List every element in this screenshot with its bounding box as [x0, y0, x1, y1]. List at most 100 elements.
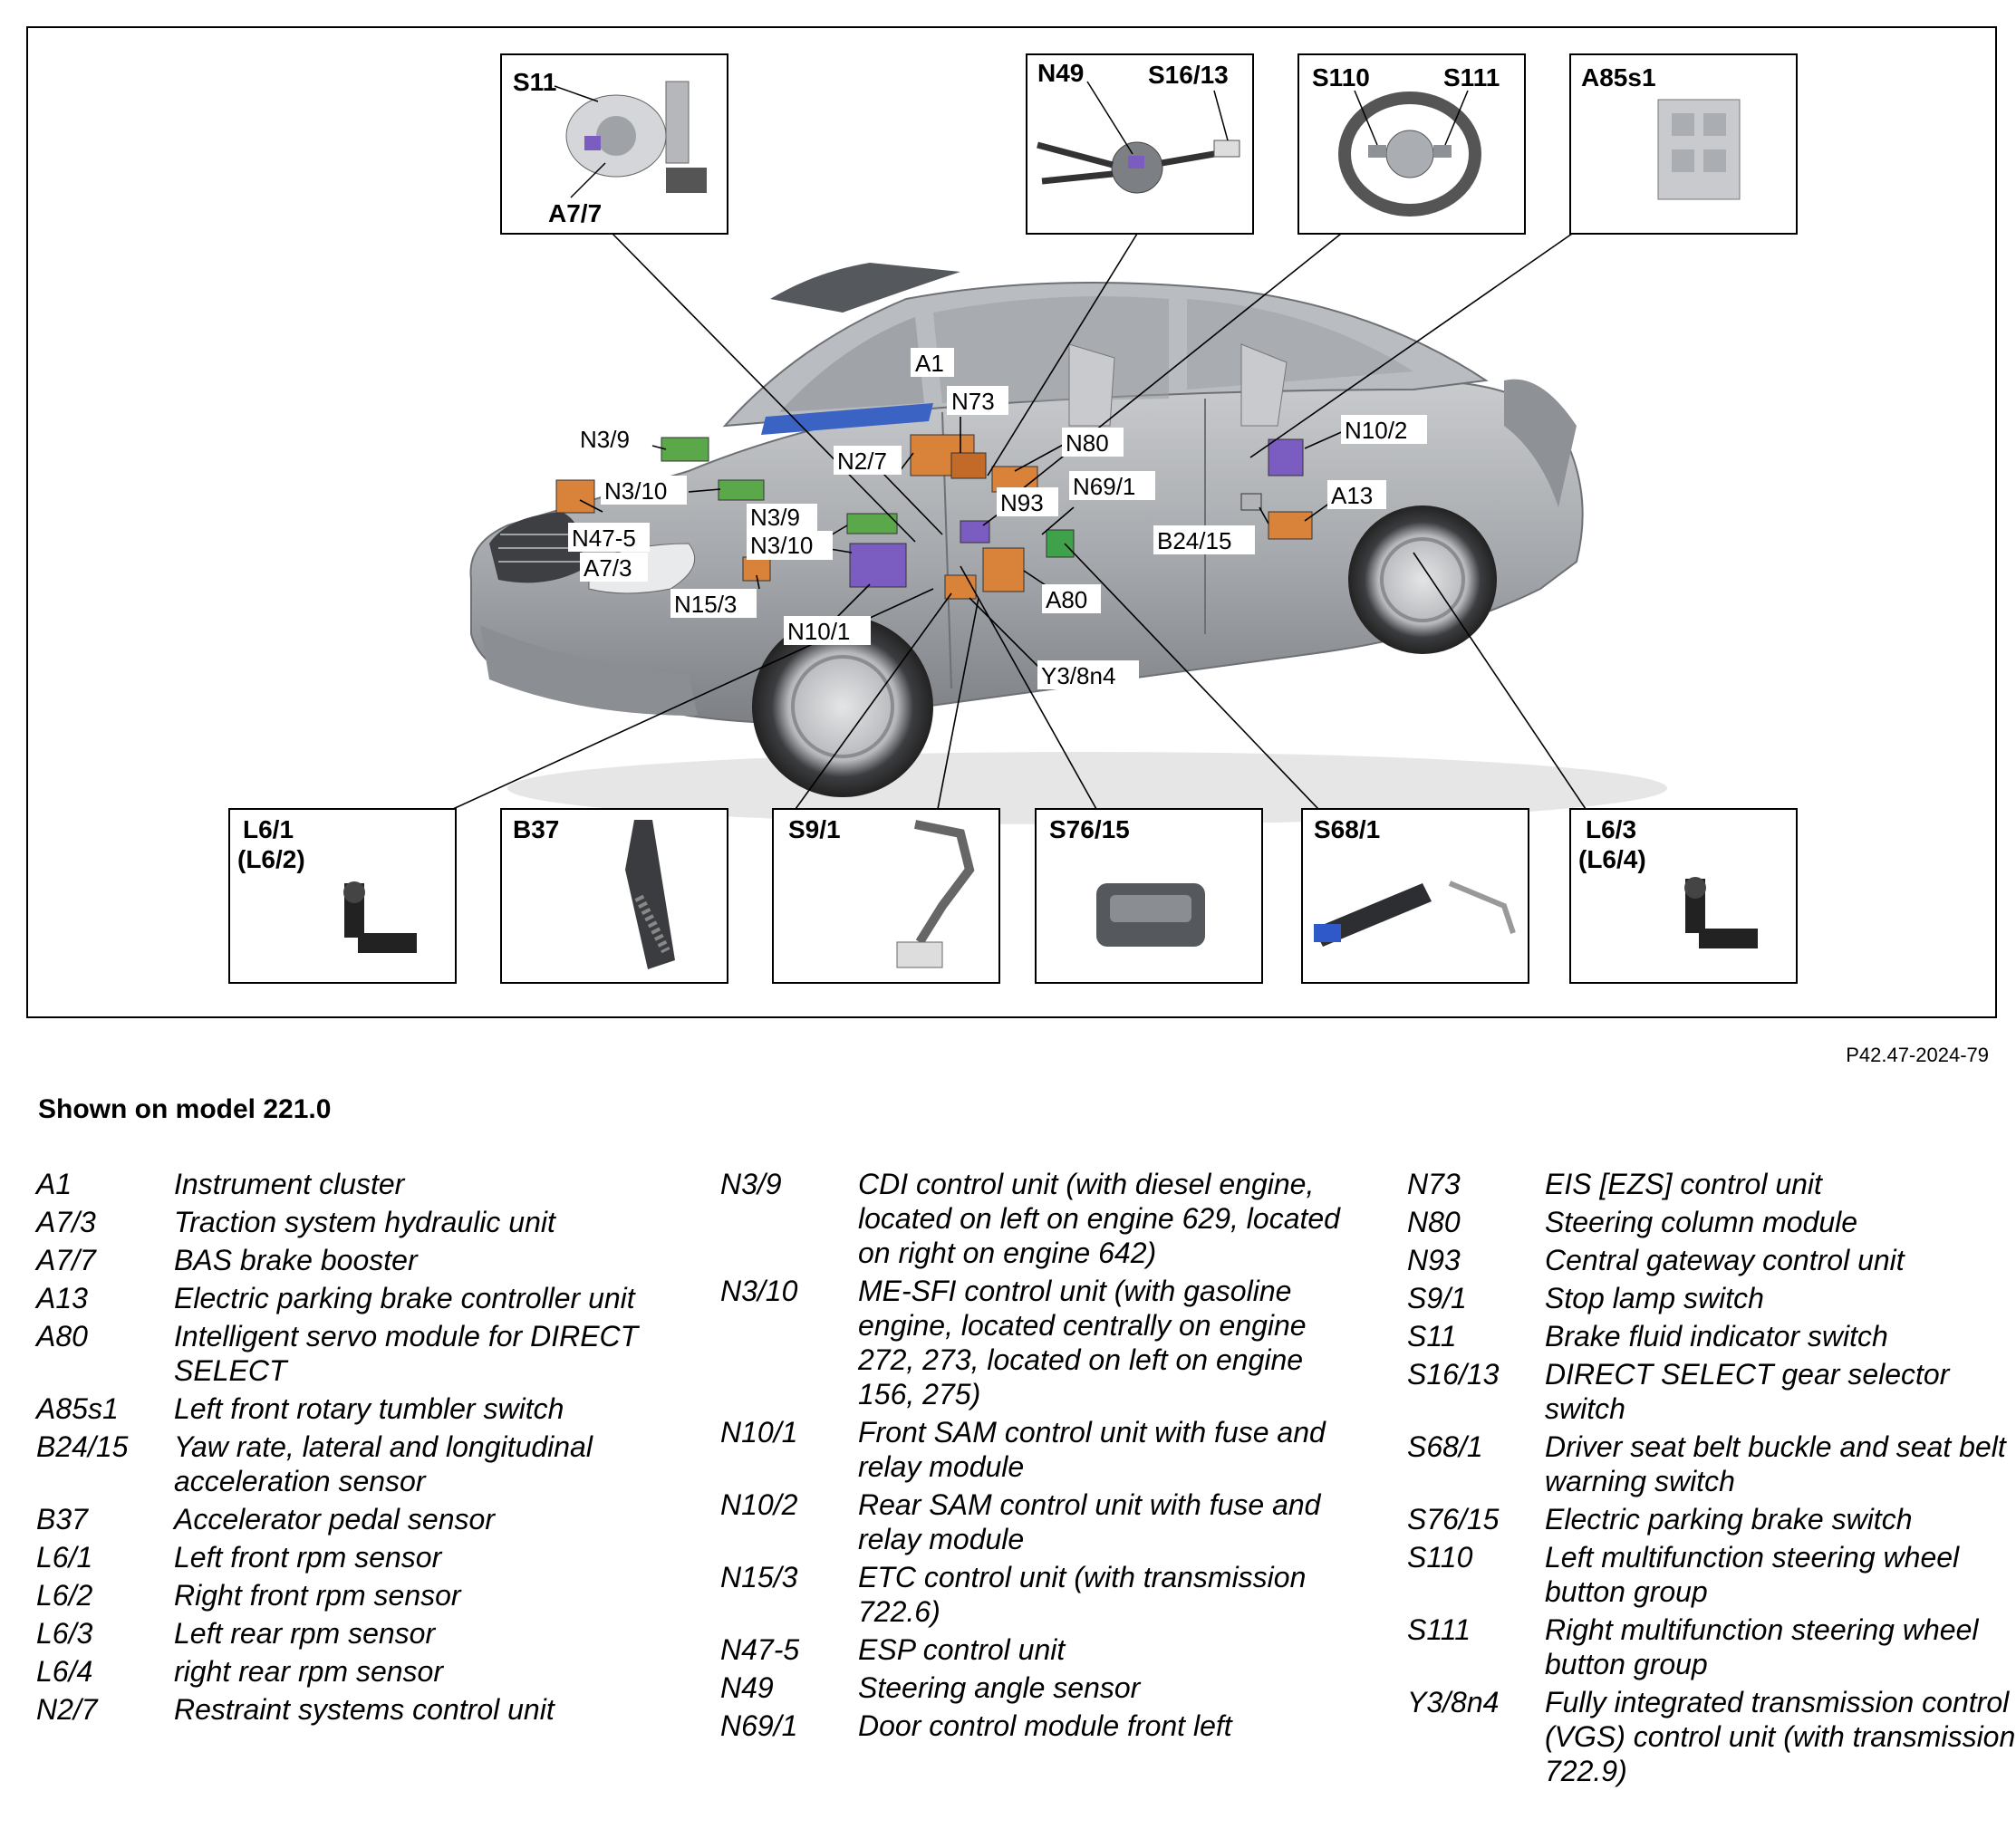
inset-label-s76-15: S76/15 — [1049, 815, 1130, 843]
legend-code: N3/9 — [720, 1168, 782, 1200]
legend-description: Rear SAM control unit with fuse and rela… — [858, 1488, 1321, 1555]
legend-code: S16/13 — [1407, 1358, 1500, 1391]
inset-label-s68-1: S68/1 — [1314, 815, 1380, 843]
legend-item: N3/9 CDI control unit (with diesel engine… — [720, 1167, 1355, 1270]
callout-n69-1-text: N69/1 — [1073, 473, 1135, 500]
inset-label-s16-13: S16/13 — [1148, 61, 1229, 89]
legend-code: N47-5 — [720, 1633, 800, 1666]
callout-n10-1-text: N10/1 — [787, 618, 850, 645]
legend-description: CDI control unit (with diesel engine, lo… — [858, 1168, 1340, 1269]
legend-description: Left front rpm sensor — [174, 1541, 442, 1574]
legend-item: N10/2 Rear SAM control unit with fuse and… — [720, 1487, 1355, 1556]
legend-code: Y3/8n4 — [1407, 1686, 1500, 1718]
car-components — [555, 434, 1313, 600]
legend-code: N3/10 — [720, 1275, 798, 1307]
inset-label-l6-4: (L6/4) — [1578, 845, 1646, 873]
legend-code: L6/3 — [36, 1617, 93, 1650]
legend-description: DIRECT SELECT gear selector switch — [1545, 1358, 1950, 1425]
inset-l6-3-l6-4: L6/3 (L6/4) — [1569, 808, 1798, 984]
legend-column-2: N3/9 CDI control unit (with diesel engine… — [720, 1167, 1355, 1747]
legend-description: Left rear rpm sensor — [174, 1617, 436, 1650]
callout-n3-10-a-text: N3/10 — [604, 477, 667, 505]
callout-b24-15-text: B24/15 — [1157, 527, 1231, 554]
shown-on-model: Shown on model 221.0 — [38, 1094, 332, 1124]
inset-label-s9-1: S9/1 — [788, 815, 841, 843]
callout-n3-10-b-text: N3/10 — [750, 532, 813, 559]
callout-n69-1: N69/1 — [1069, 471, 1155, 500]
component-n73 — [950, 452, 987, 479]
legend-description: Front SAM control unit with fuse and rel… — [858, 1416, 1326, 1483]
legend-description: BAS brake booster — [174, 1244, 418, 1276]
callout-a1-text: A1 — [915, 350, 944, 377]
legend-code: N73 — [1407, 1168, 1461, 1200]
legend-description: Brake fluid indicator switch — [1545, 1320, 1888, 1352]
legend-code: B37 — [36, 1503, 88, 1535]
component-b24-15 — [1240, 493, 1262, 511]
legend-code: S11 — [1407, 1320, 1457, 1352]
inset-s9-1: S9/1 — [772, 808, 1000, 984]
legend-item: A7/7 BAS brake booster — [36, 1243, 670, 1277]
legend-code: L6/1 — [36, 1541, 93, 1574]
legend-item: N10/1 Front SAM control unit with fuse an… — [720, 1415, 1355, 1484]
component-location-diagram: A1 N73 N3/9 N2/7 N80 N10/2 N3/10 N93 — [26, 26, 1997, 1018]
callout-y3-8n4: Y3/8n4 — [1037, 660, 1139, 689]
callout-n2-7-text: N2/7 — [837, 448, 887, 475]
inset-s68-1: S68/1 — [1301, 808, 1529, 984]
inset-s11-a7-7: S11 A7/7 — [500, 53, 728, 235]
legend-code: N93 — [1407, 1244, 1461, 1276]
figure-reference: P42.47-2024-79 — [1846, 1044, 1989, 1066]
legend-code: S111 — [1407, 1613, 1471, 1646]
inset-label-n49: N49 — [1037, 59, 1084, 87]
legend-description: Door control module front left — [858, 1709, 1232, 1742]
legend-description: Left multifunction steering wheel button… — [1545, 1541, 1960, 1608]
legend-description: Right multifunction steering wheel butto… — [1545, 1613, 1979, 1680]
component-n3-9-front — [661, 437, 709, 462]
legend-item: L6/1 Left front rpm sensor — [36, 1540, 670, 1574]
callout-a1: A1 — [911, 348, 954, 377]
legend-description: Restraint systems control unit — [174, 1693, 555, 1726]
component-n3-10-front — [718, 479, 765, 501]
component-n69-1 — [1046, 529, 1075, 558]
legend-code: N69/1 — [720, 1709, 798, 1742]
callout-n3-10-a: N3/10 — [601, 476, 687, 505]
legend-item: S16/13 DIRECT SELECT gear selector switch — [1407, 1357, 2016, 1426]
legend-code: A80 — [36, 1320, 88, 1352]
legend-code: A1 — [36, 1168, 72, 1200]
legend-description: Traction system hydraulic unit — [174, 1206, 555, 1238]
component-a80 — [982, 547, 1025, 592]
component-n47-5 — [555, 479, 595, 514]
legend-code: B24/15 — [36, 1430, 129, 1463]
inset-label-a85s1: A85s1 — [1581, 63, 1656, 91]
callout-n10-2-text: N10/2 — [1345, 417, 1407, 444]
legend-item: S111 Right multifunction steering wheel b… — [1407, 1612, 2016, 1681]
legend-code: S68/1 — [1407, 1430, 1483, 1463]
inset-s76-15: S76/15 — [1035, 808, 1263, 984]
legend-code: N80 — [1407, 1206, 1461, 1238]
callout-a7-3: A7/3 — [580, 553, 648, 582]
legend-item: N69/1 Door control module front left — [720, 1709, 1355, 1743]
inset-label-b37: B37 — [513, 815, 559, 843]
legend-description: Yaw rate, lateral and longitudinal accel… — [174, 1430, 593, 1497]
inset-label-s110: S110 — [1312, 63, 1370, 91]
callout-n47-5: N47-5 — [568, 523, 650, 552]
legend-code: N10/1 — [720, 1416, 798, 1449]
callout-n80-text: N80 — [1066, 429, 1109, 457]
callout-n3-9-a-text: N3/9 — [580, 426, 630, 453]
legend-code: N49 — [720, 1671, 774, 1704]
callout-n15-3-text: N15/3 — [674, 591, 737, 618]
legend-code: N10/2 — [720, 1488, 798, 1521]
legend-description: Stop lamp switch — [1545, 1282, 1764, 1314]
callout-n80: N80 — [1062, 428, 1124, 457]
legend-code: A7/7 — [36, 1244, 96, 1276]
legend-description: Instrument cluster — [174, 1168, 405, 1200]
